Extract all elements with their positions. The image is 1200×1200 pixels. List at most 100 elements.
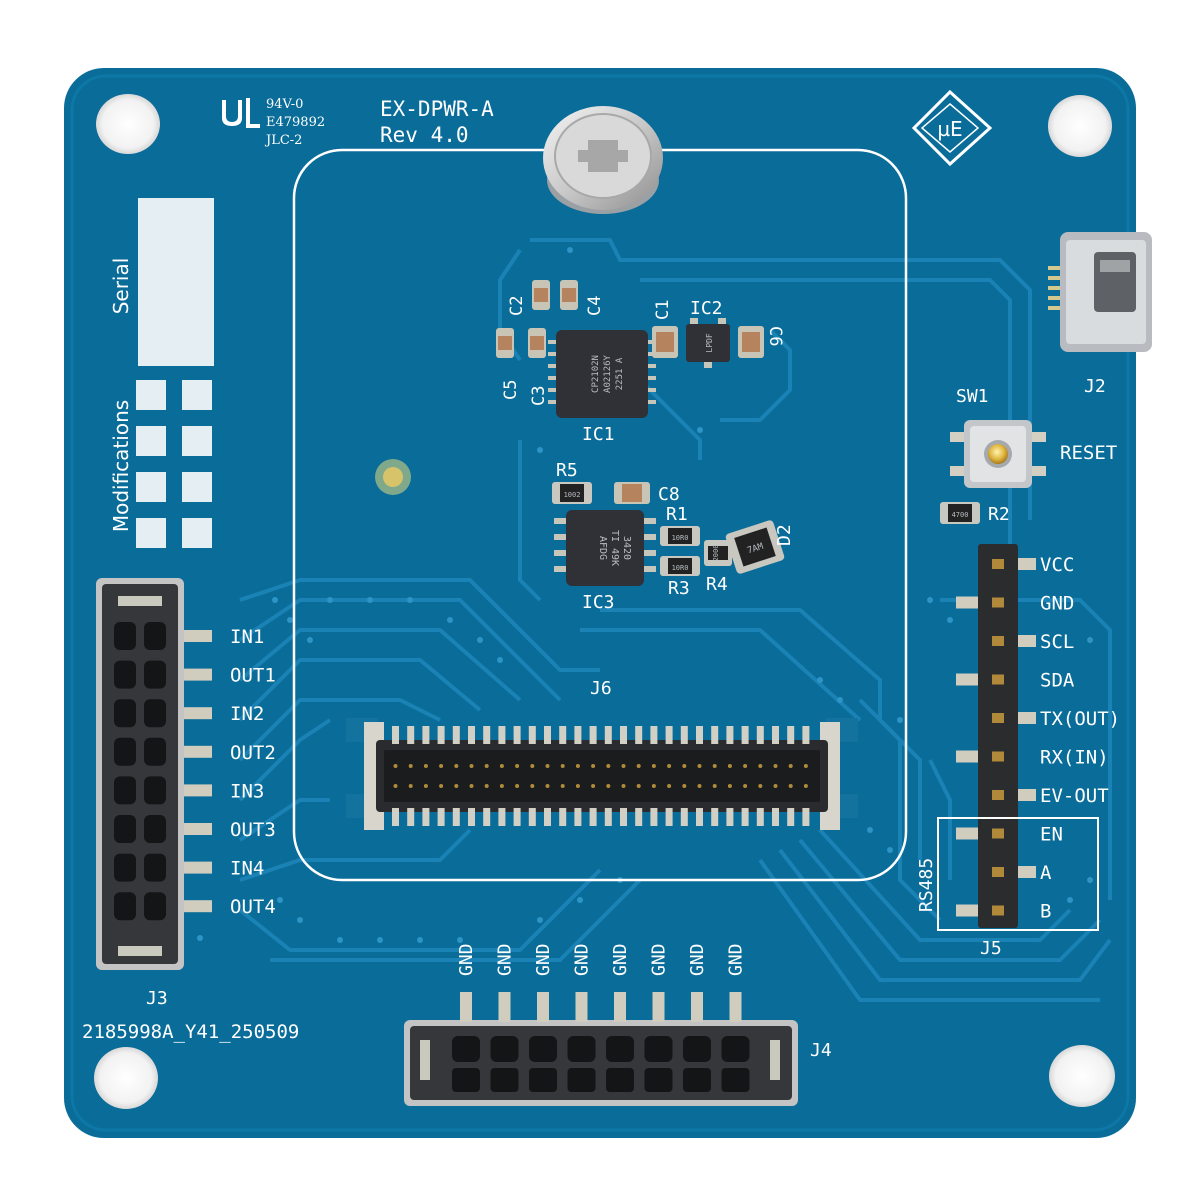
- j6-pin: [620, 808, 627, 826]
- r1-label: R1: [666, 504, 688, 525]
- j5-pad: [1018, 635, 1036, 647]
- j6-pin: [620, 726, 627, 744]
- usb-connector-j2[interactable]: [1048, 232, 1152, 352]
- j4-socket: [490, 1068, 519, 1092]
- j6-pin: [437, 726, 445, 744]
- cert-line-1: 94V-0: [266, 97, 303, 112]
- j3-pin-label: IN1: [230, 626, 264, 648]
- j3-socket: [144, 699, 166, 728]
- ic1-marking-3: 2251 A: [615, 357, 625, 390]
- j3-connector[interactable]: [96, 578, 212, 970]
- j4-socket: [683, 1068, 711, 1092]
- j4-lead: [460, 992, 472, 1022]
- c3-label: C3: [529, 386, 549, 406]
- r1-marking: 10R0: [672, 534, 689, 542]
- j4-socket: [606, 1036, 634, 1062]
- j5-pins: [956, 558, 1036, 917]
- serial-label: Serial: [109, 258, 133, 315]
- j6-contact: [499, 764, 504, 768]
- r5-marking: 1002: [564, 491, 581, 499]
- j6-pin: [680, 808, 688, 826]
- j4-socket: [567, 1036, 596, 1062]
- j3-pin-label: OUT3: [230, 819, 276, 841]
- j3-pin-label: OUT4: [230, 896, 276, 918]
- j5-pin-label: EV-OUT: [1040, 785, 1109, 807]
- j6-connector[interactable]: [346, 718, 858, 830]
- j3-socket: [144, 737, 166, 766]
- ic1-label: IC1: [582, 424, 615, 445]
- ic3-label: IC3: [582, 592, 615, 613]
- j5-pin: [992, 751, 1004, 762]
- j6-pin: [513, 726, 521, 744]
- j3-lead: [184, 784, 212, 797]
- j4-socket: [452, 1036, 480, 1062]
- j6-label: J6: [590, 678, 612, 699]
- j6-contact: [803, 764, 808, 768]
- j3-socket: [114, 660, 136, 689]
- j6-contact: [743, 784, 748, 788]
- ic1-marking-2: A02126Y: [603, 354, 613, 393]
- j3-socket: [114, 853, 136, 882]
- ic3-chip: 3420 TI 49K AFDG: [554, 510, 656, 586]
- j3-lead: [184, 900, 212, 913]
- j4-pin-label: GND: [610, 943, 631, 976]
- reset-label: RESET: [1060, 442, 1117, 464]
- j6-contact: [515, 764, 520, 768]
- j6-contact: [469, 784, 474, 788]
- j5-pad: [1018, 789, 1036, 801]
- j6-pin: [528, 726, 536, 744]
- serial-block: [138, 198, 214, 366]
- j6-contact: [484, 784, 489, 788]
- j6-pin: [422, 808, 430, 826]
- j6-pin: [635, 808, 643, 826]
- j3-lead: [184, 707, 212, 720]
- j2-label: J2: [1084, 376, 1106, 397]
- j6-contact: [697, 764, 702, 768]
- j5-header[interactable]: [956, 544, 1036, 928]
- j4-socket: [529, 1068, 557, 1092]
- diode-d2: 7AM: [725, 520, 785, 574]
- j4-pin-label: GND: [572, 943, 593, 976]
- j6-pin: [574, 726, 582, 744]
- j6-contact: [773, 784, 778, 788]
- j6-pin: [665, 808, 673, 826]
- ic3-marking-3: AFDG: [597, 536, 608, 560]
- j4-socket: [721, 1068, 750, 1092]
- resistor-r5: 1002: [552, 482, 592, 504]
- j6-contact: [560, 764, 565, 768]
- j3-socket: [144, 853, 166, 882]
- d2-label: D2: [774, 524, 795, 546]
- j6-pins: [392, 726, 810, 826]
- j6-contact: [743, 764, 748, 768]
- j6-pin: [802, 726, 810, 744]
- j4-pin-label: GND: [495, 943, 516, 976]
- j5-pin: [992, 905, 1004, 916]
- j6-contact: [591, 764, 596, 768]
- j6-contact: [651, 764, 656, 768]
- j6-pin: [392, 808, 399, 826]
- reset-switch-sw1[interactable]: [950, 420, 1046, 488]
- rs485-label: RS485: [916, 858, 937, 912]
- j6-contact: [667, 784, 672, 788]
- j6-contact: [408, 764, 413, 768]
- j6-contact: [773, 764, 778, 768]
- r4-label: R4: [706, 574, 728, 595]
- j6-pin: [635, 726, 643, 744]
- j6-pin: [483, 808, 491, 826]
- j4-connector[interactable]: [404, 992, 798, 1106]
- j5-pin: [992, 867, 1004, 877]
- j6-contact: [636, 784, 641, 788]
- j6-contact: [439, 764, 444, 768]
- j6-contact: [530, 784, 535, 788]
- j4-lead: [652, 992, 665, 1022]
- j6-contact: [606, 784, 611, 788]
- pcb-board: [64, 68, 1136, 1138]
- brand-logo: µE: [911, 89, 993, 167]
- j3-pin-label: OUT2: [230, 742, 276, 764]
- j6-contact: [545, 784, 550, 788]
- j3-pin-label: IN4: [230, 858, 264, 880]
- modification-blocks: [136, 380, 212, 548]
- j6-pin: [696, 726, 703, 744]
